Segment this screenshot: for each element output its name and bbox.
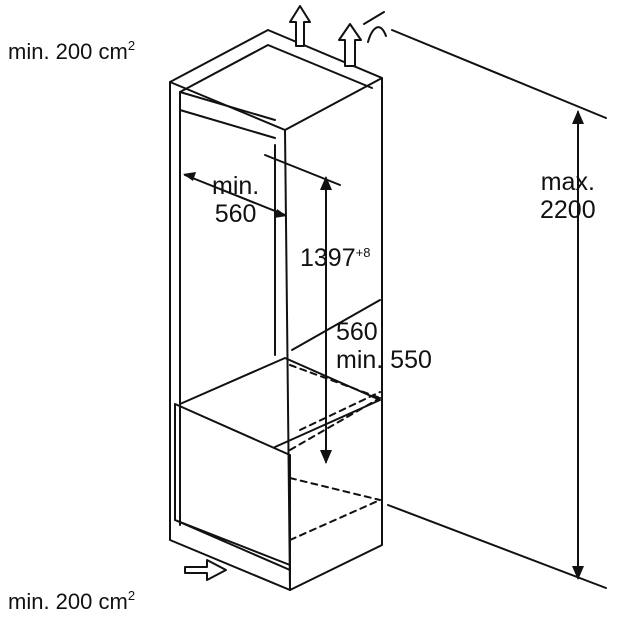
cabinet-inner-shelf	[179, 44, 373, 93]
width-min-label: min.560	[212, 172, 260, 228]
height-label: 1397+8	[300, 244, 371, 272]
width-arrowhead-left	[183, 172, 196, 181]
max-arrowhead-top	[572, 110, 584, 124]
width-dimension-line	[184, 174, 286, 216]
cabinet-back-right-edge	[289, 77, 383, 591]
max-height-extension-top	[391, 29, 607, 119]
width-extension	[264, 154, 341, 186]
height-arrowhead-bottom	[320, 450, 332, 464]
hidden-lines	[289, 364, 381, 541]
air-outflow-arrow-icon	[338, 23, 362, 67]
max-height-extension-bottom	[387, 504, 607, 589]
bottom-vent-sup: 2	[127, 588, 136, 603]
air-outflow-arrow-icon	[289, 5, 311, 47]
bottom-vent-label: min. 200 cm2	[8, 588, 136, 614]
cabinet-inner-opening	[179, 91, 276, 526]
plinth	[174, 519, 291, 571]
appliance-top	[179, 357, 381, 448]
width-arrowhead-right	[274, 209, 287, 218]
appliance-front	[174, 403, 291, 586]
max-arrowhead-bottom	[572, 566, 584, 580]
height-arrowhead-top	[320, 176, 332, 190]
top-vent-sup: 2	[127, 38, 136, 53]
max-height-label: max.2200	[540, 168, 596, 224]
top-vent-label: min. 200 cm2	[8, 38, 136, 64]
cut-mark-icon	[363, 11, 387, 43]
height-tolerance: +8	[355, 245, 371, 260]
depth-dimension-line	[291, 299, 381, 351]
cabinet-front-left-edge	[169, 81, 291, 591]
air-inflow-arrow-icon	[184, 559, 227, 581]
